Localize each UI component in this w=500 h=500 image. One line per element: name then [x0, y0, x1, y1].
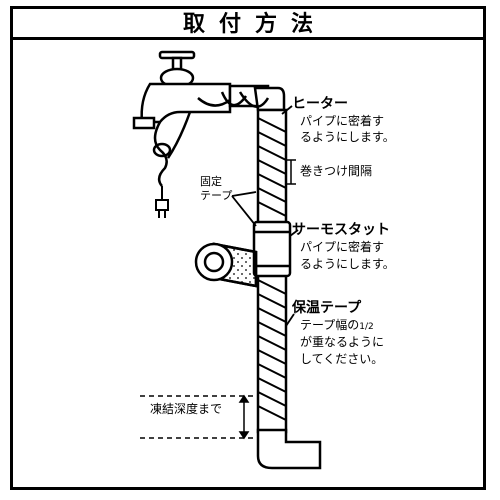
heater-label-line2: るようにします。 — [300, 130, 395, 144]
insulation-label-line1: テープ幅の1/2 — [300, 318, 374, 335]
faucet-icon — [132, 50, 270, 130]
insulation-label-title: 保温テープ — [292, 300, 362, 316]
diagram-frame — [10, 6, 486, 490]
fixing-tape-label-line1: 固定 — [200, 175, 222, 188]
thermostat-label-line2: るようにします。 — [300, 257, 395, 271]
frost-depth-dimension — [140, 394, 258, 440]
pipe-elbow — [256, 428, 322, 470]
fixing-tape-pointer — [231, 191, 257, 227]
frost-depth-label: 凍結深度まで — [150, 402, 223, 416]
page-title: 取付方法 — [182, 11, 327, 37]
thermostat-label-line1: パイプに密着す — [300, 240, 385, 254]
heater-cable — [152, 91, 270, 187]
tape-roll-icon — [194, 242, 258, 288]
spiral-wrap — [257, 117, 287, 421]
thermostat-pointer — [289, 229, 299, 237]
thermostat — [252, 220, 292, 278]
fixing-tape-label-line2: テープ — [200, 189, 233, 202]
heater-pointer — [281, 105, 293, 115]
winding-interval-label: 巻きつけ間隔 — [300, 164, 373, 178]
insulation-label-line2: が重なるように — [300, 335, 385, 349]
title-bar: 取付方法 — [10, 6, 486, 40]
insulation-fraction: 1/2 — [359, 322, 374, 332]
heater-label-line1: パイプに密着す — [300, 114, 385, 128]
heater-label-title: ヒーター — [292, 96, 348, 112]
thermostat-label-title: サーモスタット — [292, 222, 390, 238]
insulation-label-text: テープ幅の — [300, 318, 360, 332]
power-plug-icon — [155, 186, 169, 218]
insulation-label-line3: してください。 — [300, 352, 384, 366]
winding-interval-dimension — [286, 159, 296, 185]
insulation-pointer — [285, 313, 295, 327]
